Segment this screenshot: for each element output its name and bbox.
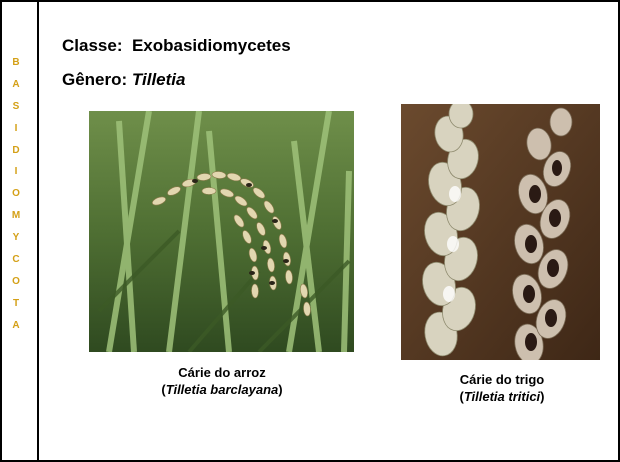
wheat-caption-species-line: (Tilletia tritici) <box>412 388 592 405</box>
rice-species-name: Tilletia barclayana <box>165 382 279 397</box>
sidebar-letter: A <box>12 319 20 331</box>
class-label: Classe: <box>62 36 123 55</box>
sidebar-letter: O <box>12 275 20 287</box>
wheat-caption: Cárie do trigo (Tilletia tritici) <box>412 371 592 405</box>
paren-close: ) <box>540 389 545 404</box>
rice-caption: Cárie do arroz (Tilletia barclayana) <box>132 364 312 398</box>
sidebar-vertical-title: B A S I D I O M Y C O T A <box>6 52 26 337</box>
sidebar-letter: C <box>12 254 20 266</box>
paren-close: ) <box>278 382 283 397</box>
genus-label: Gênero: <box>62 70 128 89</box>
sidebar-letter: O <box>12 188 20 200</box>
rice-caption-title: Cárie do arroz <box>178 365 266 380</box>
class-value: Exobasidiomycetes <box>131 36 291 55</box>
sidebar-letter: I <box>14 166 18 178</box>
sidebar-divider <box>37 0 39 460</box>
sidebar-letter: A <box>12 78 20 90</box>
sidebar-letter: I <box>14 122 18 134</box>
sidebar-letter: T <box>12 297 20 309</box>
wheat-species-name: Tilletia tritici <box>463 389 541 404</box>
rice-smut-photo <box>89 111 354 352</box>
sidebar-letter: D <box>12 144 20 156</box>
sidebar-letter: Y <box>12 232 20 244</box>
class-line: Classe: Exobasidiomycetes <box>62 36 291 56</box>
genus-value: Tilletia <box>131 70 186 89</box>
wheat-bunt-photo <box>401 104 600 360</box>
wheat-caption-title: Cárie do trigo <box>459 372 545 387</box>
sidebar-letter: B <box>12 57 20 68</box>
sidebar-letter: S <box>12 100 20 112</box>
genus-line: Gênero: Tilletia <box>62 70 185 90</box>
paren-open: ( <box>161 382 166 397</box>
sidebar-letter: M <box>11 210 21 222</box>
paren-open: ( <box>459 389 464 404</box>
rice-caption-species-line: (Tilletia barclayana) <box>132 381 312 398</box>
